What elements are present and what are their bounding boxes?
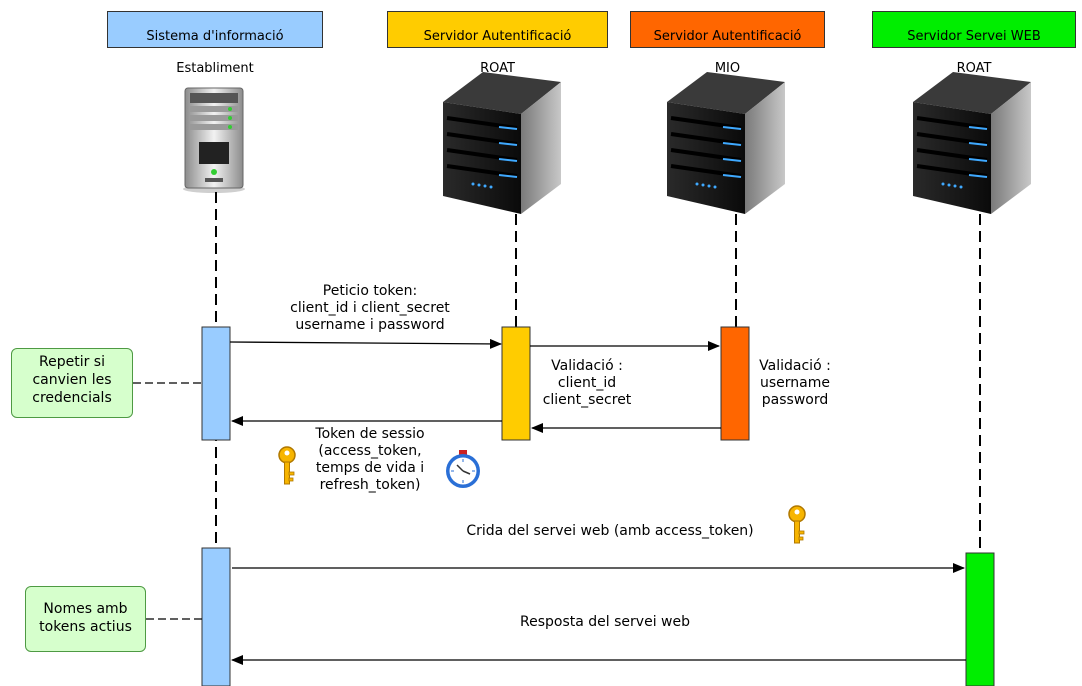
header-line1: Servidor Servei WEB xyxy=(907,29,1041,44)
participant-header-mio-auth: Servidor Autentificació MIO xyxy=(630,11,825,76)
stopwatch-icon xyxy=(446,450,480,488)
header-line2: ROAT xyxy=(480,61,515,76)
label-validation-roat: Validació : client_id client_secret xyxy=(542,358,632,408)
key-icon xyxy=(788,505,806,544)
server-icon-roat-auth xyxy=(441,70,563,216)
activation-roat-ws xyxy=(965,552,995,686)
header-line1: Servidor Autentificació xyxy=(653,29,802,44)
label-ws-response: Resposta del servei web xyxy=(520,614,690,630)
header-line2: ROAT xyxy=(956,61,992,76)
note-repeat: Repetir si canvien les credencials xyxy=(11,348,133,418)
label-ws-call: Crida del servei web (amb access_token) xyxy=(466,523,754,539)
arrow-token-request xyxy=(229,338,502,349)
label-token-response: Token de sessio (access_token, temps de … xyxy=(315,426,425,493)
header-line1: Sistema d'informació xyxy=(146,29,284,44)
activation-establiment-2 xyxy=(201,547,231,686)
key-icon xyxy=(278,446,296,485)
header-line1: Servidor Autentificació xyxy=(423,29,572,44)
label-token-request: Peticio token: client_id i client_secret… xyxy=(290,283,450,333)
server-tower-icon xyxy=(183,87,245,193)
server-icon-roat-ws xyxy=(911,70,1033,216)
participant-header-establiment: Sistema d'informació Establiment xyxy=(107,11,323,76)
note-active-tokens: Nomes amb tokens actius xyxy=(25,586,146,652)
header-line2: Establiment xyxy=(176,61,254,76)
activation-mio-auth xyxy=(720,326,750,441)
participant-header-roat-auth: Servidor Autentificació ROAT xyxy=(387,11,608,76)
header-line2: MIO xyxy=(714,61,741,76)
activation-roat-auth xyxy=(501,326,531,441)
label-validation-mio: Validació : username password xyxy=(759,358,831,408)
activation-establiment-1 xyxy=(201,326,231,441)
participant-header-roat-ws: Servidor Servei WEB ROAT xyxy=(872,11,1076,76)
server-icon-mio-auth xyxy=(665,70,787,216)
